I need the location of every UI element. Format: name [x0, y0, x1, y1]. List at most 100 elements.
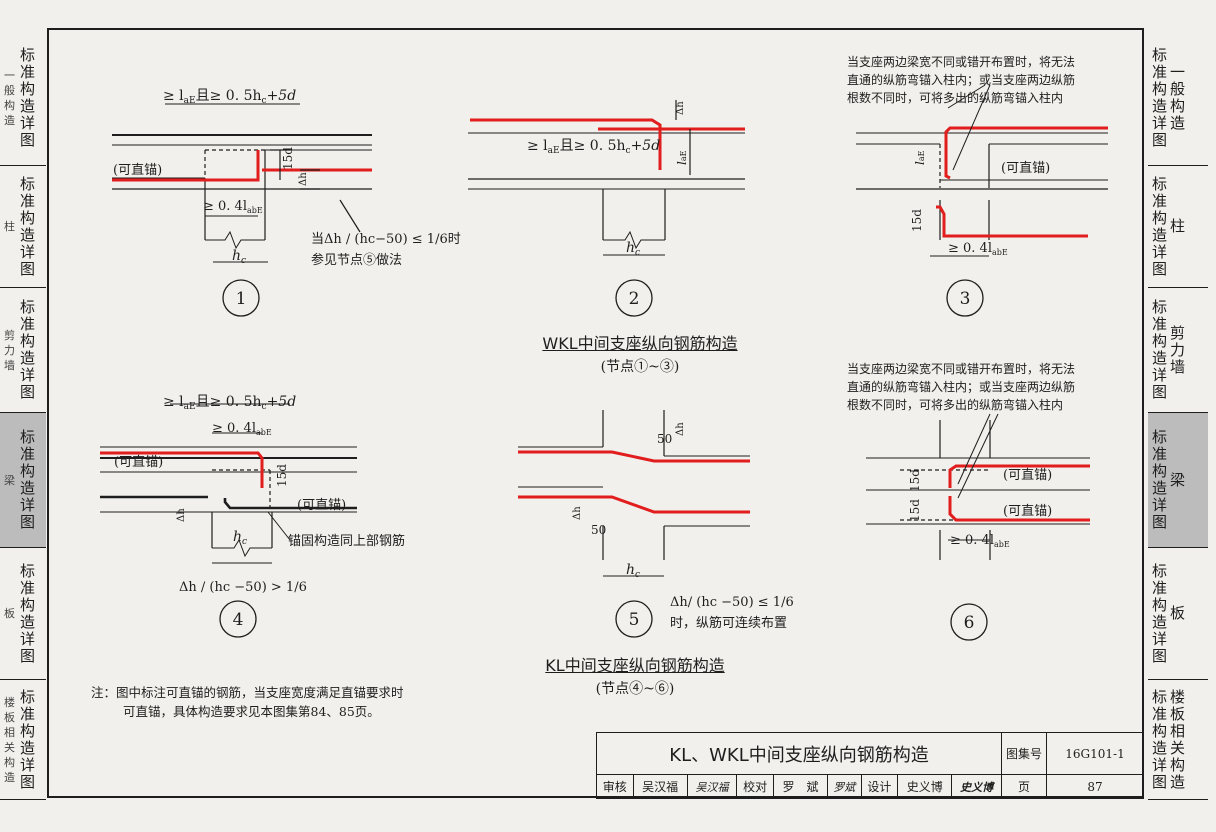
- left-tab-0[interactable]: 一般构造标准构造详图: [0, 30, 46, 166]
- d1-hc: hc: [232, 248, 246, 266]
- right-tab-5[interactable]: 标准构造详图楼板相关构造: [1148, 680, 1208, 800]
- check-signature: 罗斌: [827, 774, 862, 799]
- right-tab-0[interactable]: 标准构造详图一般构造: [1148, 30, 1208, 166]
- d5-dh-top: Δh: [675, 422, 686, 436]
- left-tab-fragment: 楼板相关构造: [4, 695, 15, 784]
- right-tab-3[interactable]: 标准构造详图梁: [1148, 413, 1208, 548]
- design-name: 史义博: [897, 774, 953, 799]
- tab-std-label: 标准构造详图: [1152, 687, 1168, 791]
- tab-std-label: 标准构造详图: [20, 174, 36, 278]
- title-block: KL、WKL中间支座纵向钢筋构造 图集号 16G101-1 审核 吴汉福 吴汉福…: [596, 732, 1144, 799]
- drawing-frame: [47, 28, 1144, 798]
- left-tab-2[interactable]: 剪力墙标准构造详图: [0, 288, 46, 413]
- detail-5: [518, 410, 750, 638]
- atlas-number: 16G101-1: [1046, 732, 1144, 775]
- left-tab-fragment: 梁: [4, 473, 15, 487]
- tab-std-label: 标准构造详图: [20, 561, 36, 665]
- tab-title-label: 柱: [1170, 217, 1186, 235]
- detail-2: [468, 100, 745, 317]
- d1-note-2: 参见节点⑤做法: [311, 252, 402, 268]
- d5-50-top: 50: [657, 432, 672, 446]
- left-tab-strip: 一般构造标准构造详图柱标准构造详图剪力墙标准构造详图梁标准构造详图板标准构造详图…: [0, 30, 46, 800]
- check-label: 校对: [736, 774, 774, 799]
- d1-top-dim: ≥ laE且≥ 0. 5hc+5d: [163, 88, 296, 106]
- d1-number: 1: [236, 289, 247, 309]
- d5-dh-bot: Δh: [572, 506, 583, 520]
- review-label: 审核: [596, 774, 634, 799]
- tab-std-label: 标准构造详图: [1152, 428, 1168, 531]
- left-tab-5[interactable]: 楼板相关构造标准构造详图: [0, 680, 46, 800]
- tab-std-label: 标准构造详图: [1152, 45, 1168, 149]
- wkl-subcaption: (节点①~③): [600, 359, 680, 375]
- right-tab-1[interactable]: 标准构造详图柱: [1148, 166, 1208, 288]
- right-tab-4[interactable]: 标准构造详图板: [1148, 548, 1208, 680]
- tab-std-label: 标准构造详图: [1152, 561, 1168, 665]
- page-number: 87: [1046, 774, 1144, 799]
- d4-hc: hc: [233, 529, 247, 547]
- d4-number: 4: [233, 610, 244, 630]
- footnote: 注：图中标注可直锚的钢筋，当支座宽度满足直锚要求时 可直锚，具体构造要求见本图集…: [91, 683, 404, 721]
- tab-std-label: 标准构造详图: [20, 687, 36, 791]
- review-name: 吴汉福: [632, 774, 688, 799]
- detail-3: [856, 84, 1108, 317]
- d5-50-bot: 50: [591, 523, 606, 537]
- tab-title-label: 剪力墙: [1170, 323, 1186, 376]
- footnote-line-1: 注：图中标注可直锚的钢筋，当支座宽度满足直锚要求时: [91, 685, 404, 700]
- left-tab-fragment: 一般构造: [4, 68, 15, 127]
- left-tab-4[interactable]: 板标准构造详图: [0, 548, 46, 680]
- d2-lae: laE: [675, 150, 689, 165]
- d6-15d-a: 15d: [908, 469, 922, 492]
- d2-hc: hc: [626, 240, 640, 258]
- left-tab-fragment: 剪力墙: [4, 328, 15, 372]
- d3-lae: laE: [913, 150, 927, 165]
- d2-dh: Δh: [675, 101, 686, 115]
- tab-std-label: 标准构造详图: [20, 45, 36, 149]
- d6-note-1: 当支座两边梁宽不同或错开布置时，将无法: [847, 361, 1075, 376]
- check-name: 罗 斌: [772, 774, 829, 799]
- d3-anchor-label: (可直锚): [1001, 161, 1050, 176]
- wkl-caption: WKL中间支座纵向钢筋构造: [542, 334, 738, 353]
- d4-condition: Δh / (hc −50) > 1/6: [179, 580, 307, 595]
- tab-title-label: 板: [1170, 604, 1186, 622]
- d4-dh: Δh: [176, 508, 187, 522]
- tab-std-label: 标准构造详图: [20, 428, 36, 531]
- tab-title-label: 一般构造: [1170, 62, 1186, 132]
- d5-cond-1: Δh/ (hc −50) ≤ 1/6: [670, 595, 794, 610]
- d3-number: 3: [960, 289, 971, 309]
- right-tab-strip: 标准构造详图一般构造标准构造详图柱标准构造详图剪力墙标准构造详图梁标准构造详图板…: [1148, 30, 1208, 800]
- d6-15d-b: 15d: [908, 499, 922, 522]
- d3-note-1: 当支座两边梁宽不同或错开布置时，将无法: [847, 54, 1075, 69]
- d2-number: 2: [629, 289, 640, 309]
- d1-15d: 15d: [281, 147, 295, 170]
- tab-title-label: 楼板相关构造: [1170, 687, 1186, 791]
- left-tab-1[interactable]: 柱标准构造详图: [0, 166, 46, 288]
- d3-note-2: 直通的纵筋弯锚入柱内；或当支座两边纵筋: [847, 72, 1075, 87]
- left-tab-3[interactable]: 梁标准构造详图: [0, 413, 46, 548]
- d4-anchor-bot: (可直锚): [297, 498, 346, 513]
- d6-dim-04: ≥ 0. 4labE: [950, 533, 1010, 549]
- left-tab-fragment: 板: [4, 607, 15, 620]
- d2-dim: ≥ laE且≥ 0. 5hc+5d: [527, 138, 660, 156]
- kl-subcaption: (节点④~⑥): [595, 681, 675, 697]
- tab-title-label: 梁: [1170, 470, 1186, 489]
- d6-number: 6: [964, 613, 975, 633]
- kl-caption: KL中间支座纵向钢筋构造: [545, 656, 725, 675]
- d1-dim-04: ≥ 0. 4labE: [203, 199, 263, 215]
- right-tab-2[interactable]: 标准构造详图剪力墙: [1148, 288, 1208, 413]
- footnote-line-2: 可直锚，具体构造要求见本图集第84、85页。: [123, 704, 380, 719]
- tab-std-label: 标准构造详图: [20, 298, 36, 401]
- atlas-label: 图集号: [1001, 732, 1047, 775]
- d4-top-dim: ≥ laE且≥ 0. 5hc+5d: [163, 394, 296, 412]
- title-block-title: KL、WKL中间支座纵向钢筋构造: [596, 732, 1002, 775]
- d6-anchor-bot: (可直锚): [1003, 504, 1052, 519]
- detail-4: [100, 403, 357, 638]
- d3-dim-04: ≥ 0. 4labE: [948, 241, 1008, 257]
- tab-std-label: 标准构造详图: [1152, 174, 1168, 278]
- d3-note-3: 根数不同时，可将多出的纵筋弯锚入柱内: [847, 90, 1063, 105]
- d5-number: 5: [629, 610, 640, 630]
- d4-anchor-note: 锚固构造同上部钢筋: [288, 533, 405, 549]
- d5-hc: hc: [626, 562, 640, 580]
- detail-1: [112, 103, 372, 317]
